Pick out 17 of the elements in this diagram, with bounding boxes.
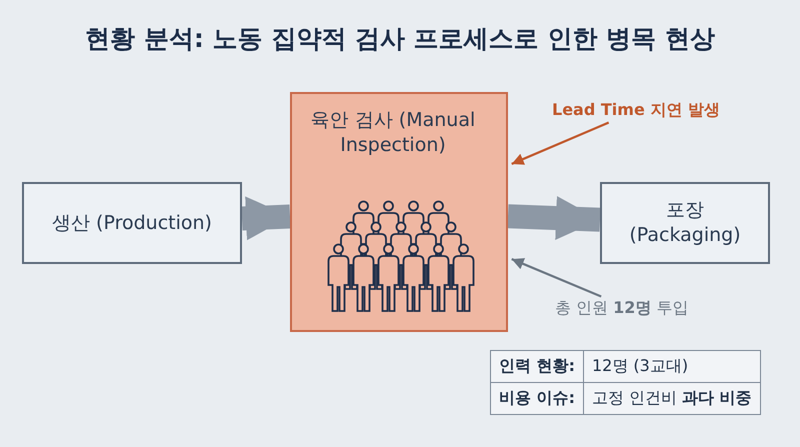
title: 현황 분석: 노동 집약적 검사 프로세스로 인한 병목 현상 bbox=[84, 23, 716, 55]
table-cell: 12명 (3교대) bbox=[583, 350, 760, 382]
arrow bbox=[242, 196, 290, 240]
table-cell: 인력 현황: bbox=[490, 350, 584, 382]
table-cell: 비용 이슈: bbox=[490, 382, 584, 414]
node-label: 육안 검사 (Manual Inspection) bbox=[310, 108, 476, 158]
table-cell: 고정 인건비 과다 비중 bbox=[583, 382, 760, 414]
arrow bbox=[508, 196, 600, 240]
node-label: 생산 (Production) bbox=[52, 210, 212, 236]
arrow bbox=[511, 122, 610, 165]
process-box bbox=[22, 182, 242, 264]
node-label: 포장 (Packaging) bbox=[628, 198, 742, 248]
process-box bbox=[600, 182, 770, 264]
callout-text: 총 인원 12명 투입 bbox=[555, 298, 705, 319]
callout-text: Lead Time 지연 발생 bbox=[552, 100, 722, 121]
arrow bbox=[511, 258, 602, 298]
process-box bbox=[290, 92, 508, 332]
